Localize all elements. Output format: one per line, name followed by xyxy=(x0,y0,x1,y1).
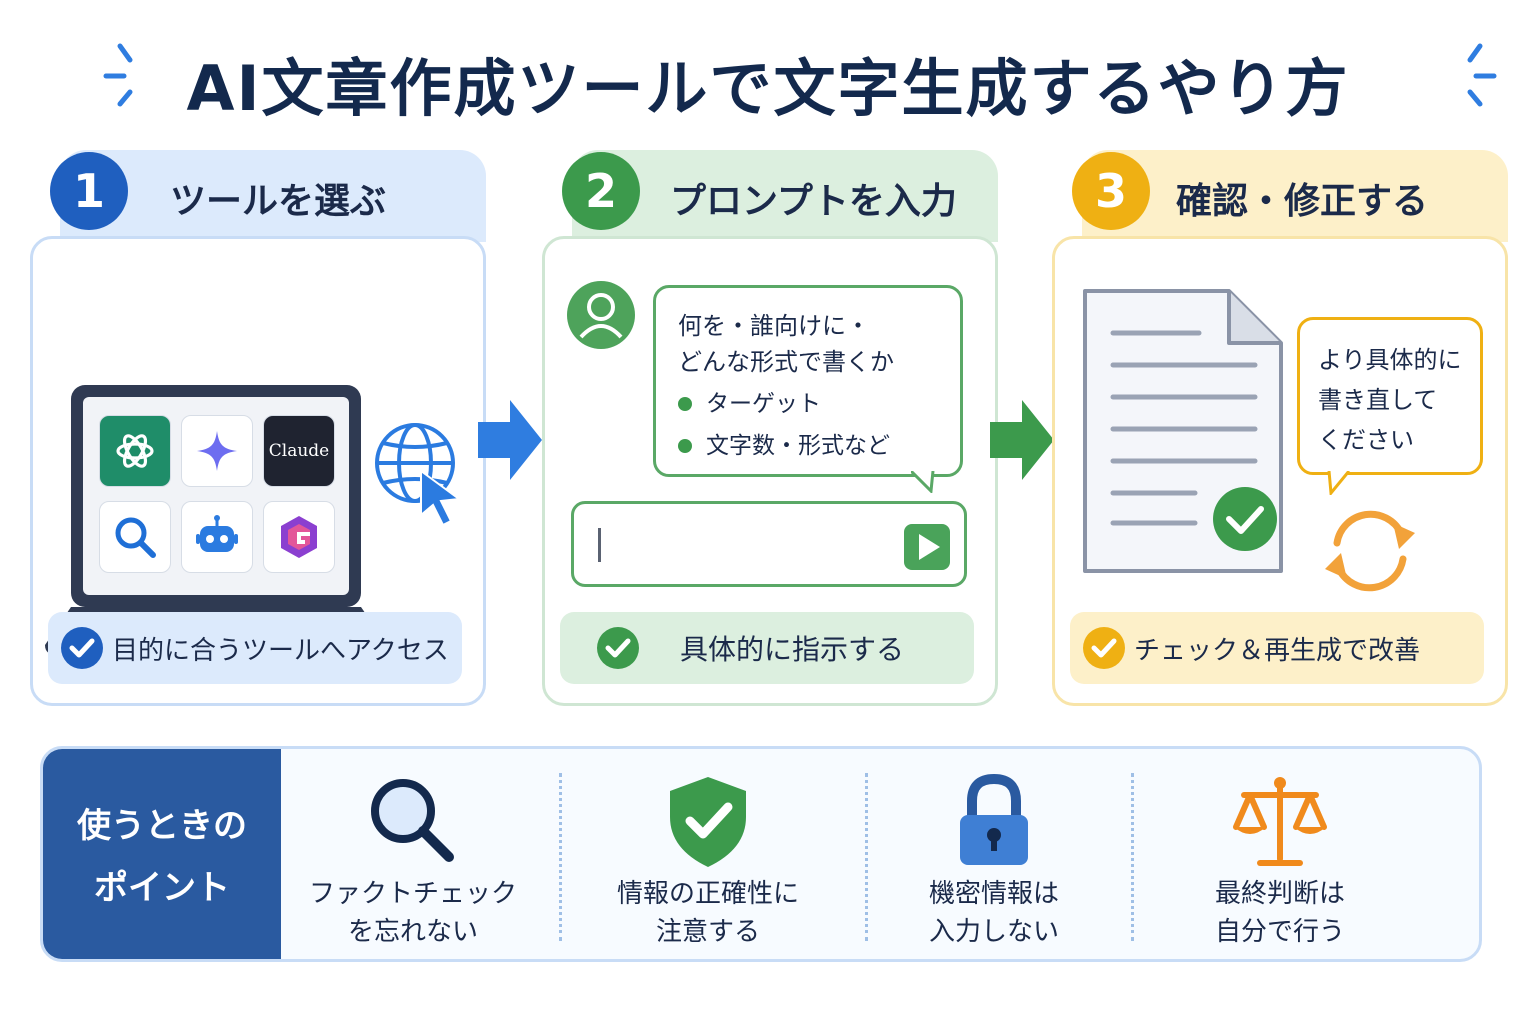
step-footer: 目的に合うツールへアクセス xyxy=(48,612,462,684)
prompt-line: どんな形式で書くか xyxy=(678,348,894,376)
send-button[interactable] xyxy=(904,524,950,570)
prompt-line: 何を・誰向けに・ xyxy=(678,312,870,340)
search-icon xyxy=(99,501,171,573)
step-title: プロンプトを入力 xyxy=(670,181,957,222)
prompt-input[interactable] xyxy=(571,501,967,587)
chatgpt-logo-icon xyxy=(99,415,171,487)
sparkle-right-icon xyxy=(1467,43,1497,107)
shield-check-icon xyxy=(670,777,746,867)
magnifier-icon xyxy=(371,779,454,862)
check-circle-icon xyxy=(1083,627,1125,669)
step-footer-text: 目的に合うツールへアクセス xyxy=(112,635,449,666)
revision-line: 書き直して xyxy=(1318,386,1438,414)
sparkle-star-icon xyxy=(181,415,253,487)
divider xyxy=(559,773,562,941)
prompt-bullet: 文字数・形式など xyxy=(678,428,938,464)
step-panel-2: 2 プロンプトを入力 何を・誰向けに・ どんな形式で書くか ターゲット 文字数・… xyxy=(542,150,998,706)
tip-label: ファクトチェックを忘れない xyxy=(308,879,517,947)
page-title: AI文章作成ツールで文字生成するやり方 xyxy=(186,52,1350,125)
tips-heading: 使うときのポイント xyxy=(43,749,281,959)
step-number-badge: 1 xyxy=(50,152,128,230)
step-title: 確認・修正する xyxy=(1176,181,1429,222)
step-number-badge: 2 xyxy=(562,152,640,230)
tip-label: 最終判断は自分で行う xyxy=(1214,879,1345,947)
step-header xyxy=(60,150,486,242)
bubble-tail xyxy=(1327,471,1351,495)
tip-item: 機密情報は入力しない xyxy=(889,749,1099,959)
robot-icon xyxy=(181,501,253,573)
prompt-bullet: ターゲット xyxy=(678,386,938,422)
step-header xyxy=(1082,150,1508,242)
prompt-bubble: 何を・誰向けに・ どんな形式で書くか ターゲット 文字数・形式など xyxy=(653,285,963,477)
step-footer: チェック＆再生成で改善 xyxy=(1070,612,1484,684)
check-circle-icon xyxy=(597,627,639,669)
scales-icon xyxy=(1233,777,1327,866)
refresh-icon xyxy=(1325,510,1415,592)
tip-label: 情報の正確性に注意する xyxy=(616,879,799,947)
step-title: ツールを選ぶ xyxy=(170,181,387,222)
tip-item: 情報の正確性に注意する xyxy=(583,749,833,959)
divider xyxy=(865,773,868,941)
tip-item: ファクトチェックを忘れない xyxy=(293,749,533,959)
user-avatar-icon xyxy=(567,281,635,349)
step-footer-text: 具体的に指示する xyxy=(680,633,905,666)
laptop-icon: Claude xyxy=(71,385,361,607)
document-check-icon xyxy=(1083,289,1283,573)
tip-label: 機密情報は入力しない xyxy=(928,879,1059,947)
divider xyxy=(1131,773,1134,941)
play-icon xyxy=(919,534,940,560)
text-caret xyxy=(598,528,601,562)
arrow-right-icon xyxy=(990,400,1054,480)
step-header xyxy=(572,150,998,242)
step-number-badge: 3 xyxy=(1072,152,1150,230)
sparkle-left-icon xyxy=(103,43,133,107)
arrow-right-icon xyxy=(478,400,542,480)
globe-cursor-icon xyxy=(375,423,462,527)
bubble-tail xyxy=(911,471,935,493)
step-footer-text: チェック＆再生成で改善 xyxy=(1134,635,1421,666)
step-panel-1: 1 ツールを選ぶ Claude xyxy=(30,150,486,706)
step-panel-3: 3 確認・修正する より具体的に 書き直して ください xyxy=(1052,150,1508,706)
check-circle-icon xyxy=(61,627,103,669)
hexagon-logo-icon xyxy=(263,501,335,573)
claude-logo: Claude xyxy=(263,415,335,487)
revision-line: より具体的に xyxy=(1318,346,1462,374)
revision-line: ください xyxy=(1318,426,1414,454)
tip-item: 最終判断は自分で行う xyxy=(1155,749,1405,959)
revision-bubble: より具体的に 書き直して ください xyxy=(1297,317,1483,475)
laptop-screen: Claude xyxy=(83,397,349,595)
tips-panel: 使うときのポイント ファクトチェックを忘れない 情報の正確性に注意する 機密情報… xyxy=(40,746,1482,962)
step-footer: 具体的に指示する xyxy=(560,612,974,684)
padlock-icon xyxy=(960,773,1028,865)
